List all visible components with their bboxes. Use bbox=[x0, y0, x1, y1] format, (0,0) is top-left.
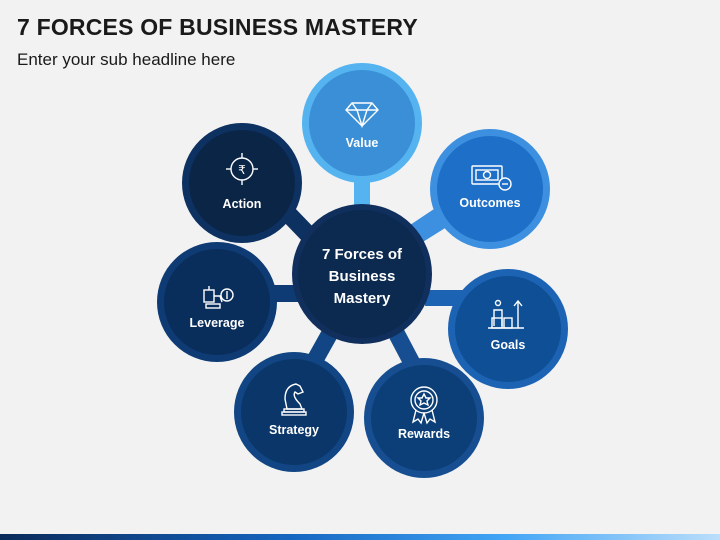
connector-leverage bbox=[270, 285, 300, 302]
node-label-leverage: Leverage bbox=[190, 316, 245, 330]
page-subtitle: Enter your sub headline here bbox=[17, 50, 236, 69]
chess-knight-icon bbox=[281, 383, 307, 416]
node-rewards[interactable]: Rewards bbox=[364, 358, 484, 478]
node-label-value: Value bbox=[346, 136, 379, 150]
rupee-target-icon: ₹ bbox=[226, 153, 258, 185]
node-value[interactable]: Value bbox=[302, 63, 422, 183]
bottom-accent-bar bbox=[0, 534, 720, 540]
center-hub: 7 Forces of Business Mastery bbox=[292, 204, 432, 344]
award-icon bbox=[410, 386, 438, 425]
money-icon bbox=[471, 165, 512, 191]
node-strategy[interactable]: Strategy bbox=[234, 352, 354, 472]
node-label-action: Action bbox=[223, 197, 262, 211]
node-label-rewards: Rewards bbox=[398, 427, 450, 441]
center-label-line1: 7 Forces of bbox=[322, 246, 403, 263]
goals-icon bbox=[488, 299, 524, 329]
page-title: 7 FORCES OF BUSINESS MASTERY bbox=[17, 14, 418, 40]
svg-text:₹: ₹ bbox=[238, 163, 246, 177]
node-label-goals: Goals bbox=[491, 338, 526, 352]
leverage-icon bbox=[203, 286, 234, 309]
node-label-outcomes: Outcomes bbox=[459, 196, 520, 210]
node-goals[interactable]: Goals bbox=[448, 269, 568, 389]
node-label-strategy: Strategy bbox=[269, 423, 319, 437]
center-label-line2: Business bbox=[329, 268, 396, 285]
node-action[interactable]: ₹ Action bbox=[182, 123, 302, 243]
node-leverage[interactable]: Leverage bbox=[157, 242, 277, 362]
node-outcomes[interactable]: Outcomes bbox=[430, 129, 550, 249]
diamond-icon bbox=[345, 102, 379, 129]
center-label-line3: Mastery bbox=[334, 290, 391, 307]
